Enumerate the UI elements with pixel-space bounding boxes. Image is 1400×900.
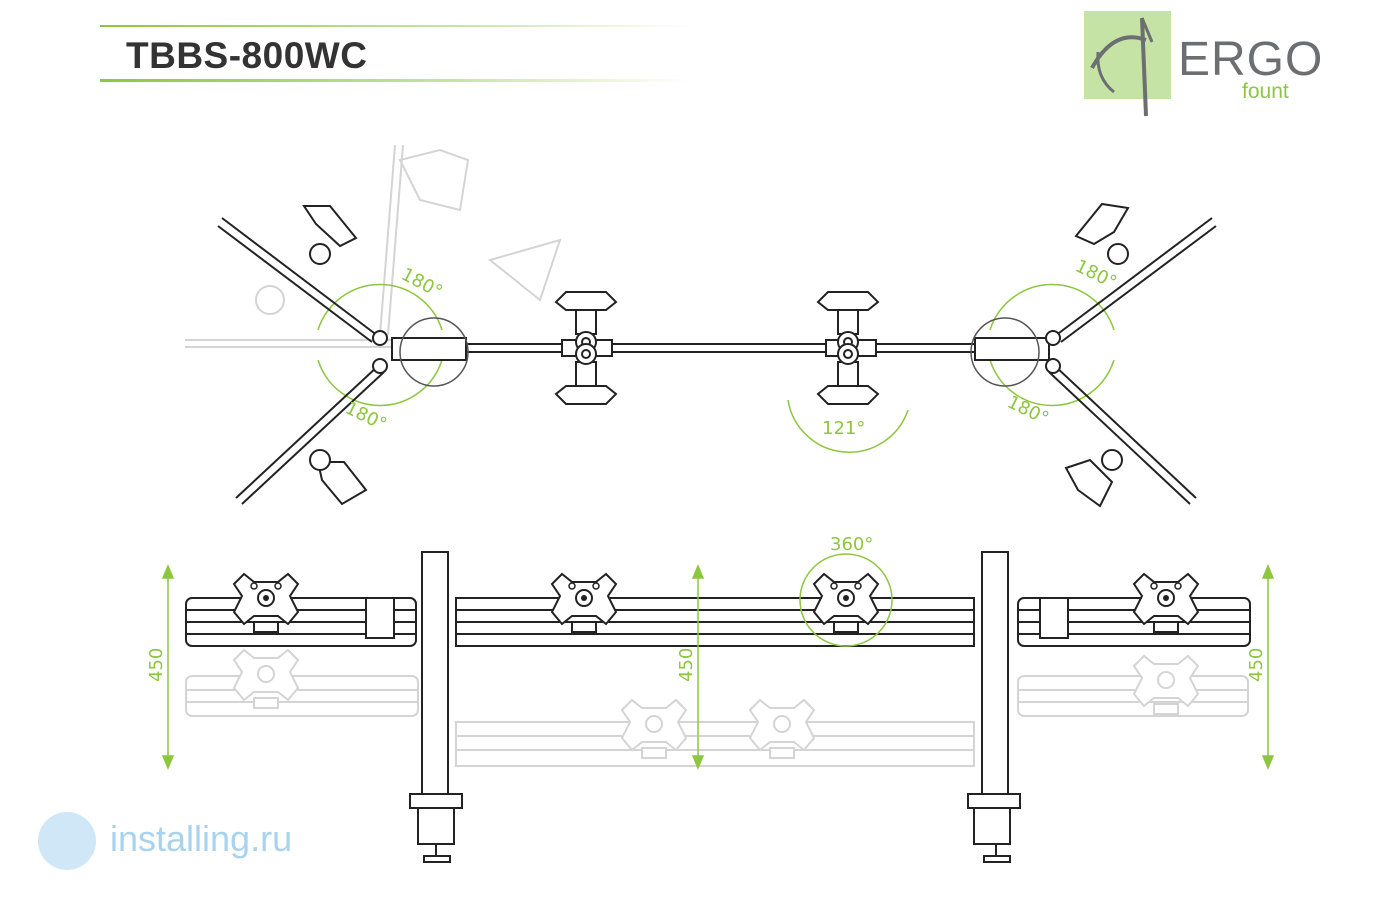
rotation-circle [799,553,893,647]
height-label-center: 450 [676,648,697,682]
logo-mark [1084,11,1171,117]
page-title: TBBS-800WC [126,35,368,76]
top-view-main [217,202,1217,508]
height-dimensions [161,564,1275,770]
rotation-label: 360° [830,534,873,555]
front-view-ghost [185,675,1249,767]
front-view-main [185,551,1251,863]
top-view-ghost [185,144,562,348]
top-view-angle-arcs [317,283,1115,453]
angle-label-center: 121° [822,418,865,439]
angle-label-upper-left: 180° [398,264,446,303]
title-rule-bottom [100,79,690,82]
watermark: installing.ru [22,806,314,874]
title-rule-top [100,25,690,27]
watermark-text: installing.ru [110,818,293,859]
height-label-left: 450 [146,648,167,682]
logo-swoosh-icon [1090,17,1154,117]
front-ghost-mounts [233,649,1199,759]
height-label-right: 450 [1246,648,1267,682]
brand-logo: ERGO fount [1084,8,1322,117]
logo-wordmark: ERGO [1178,33,1324,86]
angle-label-lower-right: 180° [1004,392,1052,430]
watermark-logo-icon [38,812,96,870]
title-block: TBBS-800WC [100,22,700,84]
logo-subtitle: fount [1242,80,1289,103]
